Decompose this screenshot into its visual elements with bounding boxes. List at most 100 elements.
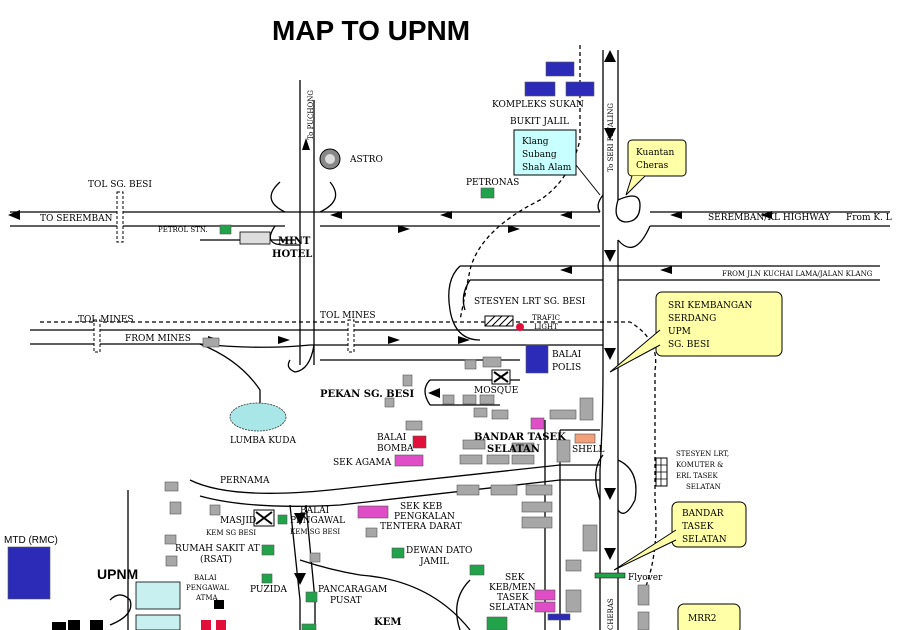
label-sek-agama: SEK AGAMA bbox=[333, 458, 392, 468]
label-from-jln-kuchai: FROM JLN KUCHAI LAMA/JALAN KLANG bbox=[722, 270, 873, 278]
label-tol-mines-left: TOL MINES bbox=[78, 315, 134, 325]
label-sek-keb-pengkalan-3: TENTERA DARAT bbox=[380, 522, 462, 532]
label-cheras: CHERAS bbox=[607, 598, 615, 630]
label-stesyen-lrt-komuter-2: KOMUTER & bbox=[676, 461, 723, 469]
dewan-dato-jamil-building bbox=[391, 547, 405, 559]
kompleks-sukan-building-3 bbox=[565, 81, 595, 97]
label-pernama: PERNAMA bbox=[220, 476, 270, 486]
label-pekan-sg-besi: PEKAN SG. BESI bbox=[320, 389, 414, 400]
label-seremban-kl-highway: SEREMBAN/KL HIGHWAY bbox=[708, 213, 831, 223]
petrol-stn-building bbox=[219, 224, 232, 235]
callout-kuantan: Kuantan Cheras bbox=[625, 139, 687, 196]
green-building-kem2 bbox=[301, 623, 317, 630]
callout-sri-kembangan-line-4: SG. BESI bbox=[668, 340, 710, 350]
label-bandar-tasek-selatan-2: SELATAN bbox=[487, 444, 540, 455]
label-masjid-2: KEM SG BESI bbox=[206, 529, 256, 537]
label-dewan-dato-2: JAMIL bbox=[419, 557, 449, 567]
label-sek-keb-pengkalan-2: PENGKALAN bbox=[394, 512, 455, 522]
map-title: MAP TO UPNM bbox=[272, 15, 470, 46]
astro-dish-icon bbox=[319, 148, 341, 170]
balai-bomba-building bbox=[412, 435, 427, 449]
label-masjid-1: MASJID bbox=[220, 516, 256, 526]
label-mosque: MOSQUE bbox=[474, 386, 518, 396]
callout-sri-kembangan-line-3: UPM bbox=[668, 327, 691, 337]
label-mint-hotel-1: MINT bbox=[278, 236, 311, 247]
label-balai-pengawal-3: KEM SG BESI bbox=[290, 528, 340, 536]
callout-klang-line-2: Subang bbox=[522, 150, 557, 160]
label-petronas: PETRONAS bbox=[466, 178, 519, 188]
black-building-3 bbox=[90, 620, 103, 630]
sek-agama-building bbox=[394, 454, 424, 467]
rumah-sakit-building bbox=[261, 544, 275, 556]
label-stesyen-lrt-komuter-3: ERL TASEK bbox=[676, 472, 719, 480]
label-balai-bomba-2: BOMBA bbox=[377, 444, 414, 454]
map-labels: KOMPLEKS SUKAN BUKIT JALIL To SERI PETAL… bbox=[4, 90, 892, 630]
label-bukit-jalil: BUKIT JALIL bbox=[510, 117, 569, 127]
callout-mrr2-line-1: MRR2 bbox=[688, 614, 717, 624]
pink-building-tasek bbox=[530, 417, 545, 430]
red-building-upnm-2 bbox=[216, 620, 226, 630]
pancaragam-building bbox=[305, 591, 318, 603]
label-sek-keb-men-4: SELATAN bbox=[489, 603, 534, 613]
label-balai-pengawal-2: PENGAWAL bbox=[290, 516, 345, 526]
label-from-mines: FROM MINES bbox=[125, 334, 191, 344]
callout-bandar-tasek-line-2: TASEK bbox=[682, 522, 714, 532]
label-astro: ASTRO bbox=[349, 155, 383, 165]
petronas-building bbox=[480, 187, 495, 199]
label-flyover: Flyover bbox=[628, 573, 663, 583]
toll-mines-mid-marker bbox=[347, 319, 355, 353]
black-building-1 bbox=[52, 622, 66, 630]
callout-kuantan-line-2: Cheras bbox=[636, 161, 669, 171]
sek-keb-pengkalan-building bbox=[357, 505, 389, 519]
label-stesyen-lrt-komuter-4: SELATAN bbox=[686, 483, 721, 491]
traffic-light-marker bbox=[516, 323, 524, 331]
mint-hotel-building bbox=[239, 231, 271, 245]
label-balai-pengawal-atma-3: ATMA bbox=[195, 594, 219, 602]
label-balai-polis-1: BALAI bbox=[552, 350, 582, 360]
label-tol-sg-besi: TOL SG. BESI bbox=[88, 180, 152, 190]
label-mtd: MTD (RMC) bbox=[4, 535, 58, 546]
label-stesyen-lrt-sg-besi: STESYEN LRT SG. BESI bbox=[474, 297, 586, 307]
callout-klang-line-1: Klang bbox=[522, 137, 549, 147]
label-sek-keb-pengkalan-1: SEK KEB bbox=[400, 502, 443, 512]
label-kompleks-sukan: KOMPLEKS SUKAN bbox=[492, 100, 584, 110]
lrt-sg-besi-station bbox=[484, 315, 514, 327]
balai-pengawal-atma-building bbox=[214, 600, 224, 609]
callout-klang: Klang Subang Shah Alam bbox=[513, 129, 601, 196]
callout-sri-kembangan: SRI KEMBANGAN SERDANG UPM SG. BESI bbox=[609, 291, 783, 373]
puzida-building bbox=[261, 573, 273, 584]
flyover-marker bbox=[594, 572, 626, 579]
sek-keb-men-building-2 bbox=[534, 601, 556, 613]
label-to-seri-petaling: To SERI PETALING bbox=[607, 103, 615, 172]
label-pancaragam-2: PUSAT bbox=[330, 596, 362, 606]
kompleks-sukan-building-1 bbox=[545, 61, 575, 77]
upnm-campus bbox=[135, 581, 181, 610]
label-rumah-sakit-1: RUMAH SAKIT AT bbox=[175, 544, 260, 554]
balai-pengawal-building bbox=[277, 514, 288, 525]
label-traffic-light-1: TRAFIC bbox=[532, 314, 560, 322]
roads bbox=[10, 50, 890, 630]
blue-building-bottom bbox=[547, 613, 571, 621]
label-pancaragam-1: PANCARAGAM bbox=[318, 585, 387, 595]
label-traffic-light-2: LIGHT bbox=[534, 323, 558, 331]
shell-building bbox=[574, 433, 596, 444]
buildings bbox=[7, 61, 668, 630]
label-sek-keb-men-1: SEK bbox=[505, 573, 525, 583]
road-arrows bbox=[8, 50, 772, 585]
red-building-upnm-1 bbox=[201, 620, 211, 630]
label-stesyen-lrt-komuter-1: STESYEN LRT, bbox=[676, 450, 729, 458]
label-puzida: PUZIDA bbox=[250, 585, 288, 595]
callout-mrr2: MRR2 bbox=[677, 603, 741, 630]
callout-sri-kembangan-line-1: SRI KEMBANGAN bbox=[668, 301, 753, 311]
label-mint-hotel-2: HOTEL bbox=[272, 249, 312, 260]
callout-sri-kembangan-line-2: SERDANG bbox=[668, 314, 716, 324]
label-balai-pengawal-atma-1: BALAI bbox=[194, 574, 217, 582]
sek-keb-men-building-1 bbox=[534, 589, 556, 601]
label-petrol-stn: PETROL STN. bbox=[158, 226, 208, 234]
toll-mines-left-marker bbox=[93, 319, 101, 353]
label-balai-pengawal-atma-2: PENGAWAL bbox=[186, 584, 229, 592]
toll-sg-besi-marker bbox=[116, 191, 124, 243]
label-dewan-dato-1: DEWAN DATO bbox=[406, 546, 472, 556]
label-sek-keb-men-2: KEB/MEN bbox=[489, 583, 536, 593]
